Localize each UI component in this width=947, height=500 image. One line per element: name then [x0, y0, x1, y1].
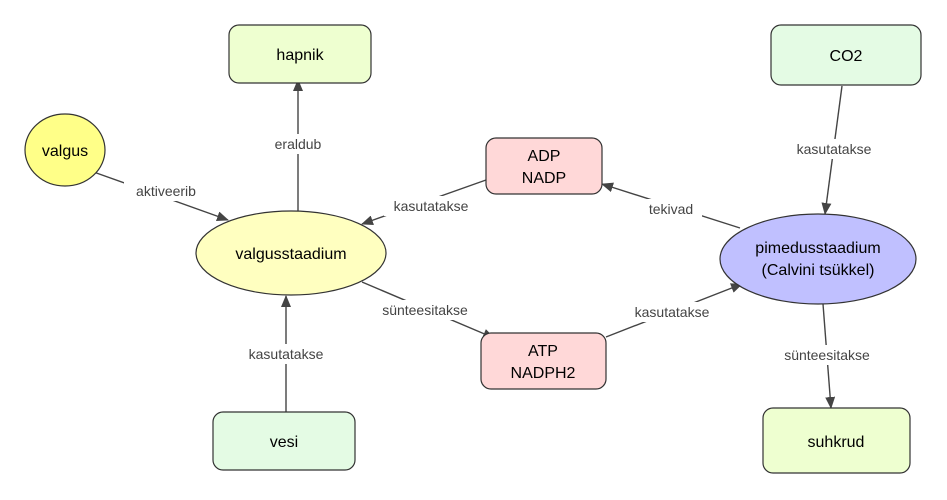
- node-pimedusstaadium[interactable]: pimedusstaadium (Calvini tsükkel): [719, 213, 917, 305]
- edge-label-kasutatakse-atp: kasutatakse: [635, 304, 710, 320]
- edges: aktiveerib eraldub kasutatakse sünteesit…: [87, 79, 882, 412]
- edge-pimedus-to-suhkrud: sünteesitakse: [772, 303, 882, 409]
- node-valgus[interactable]: valgus: [24, 113, 106, 187]
- edge-label-kasutatakse-adp: kasutatakse: [394, 198, 469, 214]
- node-valgusstaadium-label: valgusstaadium: [235, 246, 346, 263]
- node-vesi[interactable]: vesi: [212, 411, 356, 471]
- node-hapnik-label: hapnik: [276, 47, 324, 64]
- edge-label-tekivad: tekivad: [649, 201, 693, 217]
- node-suhkrud-label: suhkrud: [808, 434, 865, 451]
- node-adp-nadp-shape: [485, 137, 603, 195]
- node-nadph2-label: NADPH2: [511, 365, 576, 382]
- edge-label-eraldub: eraldub: [275, 136, 322, 152]
- node-adp-nadp[interactable]: ADP NADP: [485, 137, 603, 195]
- nodes: valgus hapnik CO2 valgusstaadium ADP NAD…: [24, 24, 922, 474]
- node-valgus-label: valgus: [42, 143, 88, 160]
- node-adp-label: ADP: [528, 148, 561, 165]
- node-nadp-label: NADP: [522, 170, 566, 187]
- node-pimedusstaadium-shape: [719, 213, 917, 305]
- node-valgus-shape: [24, 113, 106, 187]
- node-calvini-label: (Calvini tsükkel): [762, 262, 875, 279]
- node-pimedusstaadium-label: pimedusstaadium: [755, 240, 880, 257]
- edge-atp-to-pimedus: kasutatakse: [605, 283, 743, 338]
- edge-label-synteesitakse-atp: sünteesitakse: [382, 302, 468, 318]
- edge-adp-to-valgusstaadium: kasutatakse: [361, 179, 487, 226]
- node-co2-label: CO2: [830, 48, 863, 65]
- node-co2[interactable]: CO2: [770, 24, 922, 86]
- edge-valgusstaadium-to-hapnik: eraldub: [266, 79, 330, 212]
- node-valgusstaadium-shape: [195, 210, 387, 296]
- node-suhkrud[interactable]: suhkrud: [762, 407, 911, 474]
- node-co2-shape: [770, 24, 922, 86]
- edge-co2-to-pimedus: kasutatakse: [786, 85, 882, 215]
- edge-label-kasutatakse-co2: kasutatakse: [797, 141, 872, 157]
- node-hapnik-shape: [228, 24, 372, 84]
- node-valgusstaadium[interactable]: valgusstaadium: [195, 210, 387, 296]
- edge-pimedus-to-adp: tekivad: [601, 182, 741, 229]
- edge-valgus-to-valgusstaadium: aktiveerib: [87, 169, 229, 222]
- node-vesi-label: vesi: [270, 434, 298, 451]
- node-atp-nadph2-shape: [480, 332, 607, 390]
- node-atp-label: ATP: [528, 343, 558, 360]
- node-vesi-shape: [212, 411, 356, 471]
- edge-vesi-to-valgusstaadium: kasutatakse: [238, 295, 334, 412]
- node-atp-nadph2[interactable]: ATP NADPH2: [480, 332, 607, 390]
- edge-valgusstaadium-to-atp: sünteesitakse: [361, 281, 495, 339]
- node-hapnik[interactable]: hapnik: [228, 24, 372, 84]
- node-suhkrud-shape: [762, 407, 911, 474]
- edge-label-kasutatakse-vesi: kasutatakse: [249, 346, 324, 362]
- edge-label-synteesitakse-suhkrud: sünteesitakse: [784, 347, 870, 363]
- edge-label-aktiveerib: aktiveerib: [136, 183, 196, 199]
